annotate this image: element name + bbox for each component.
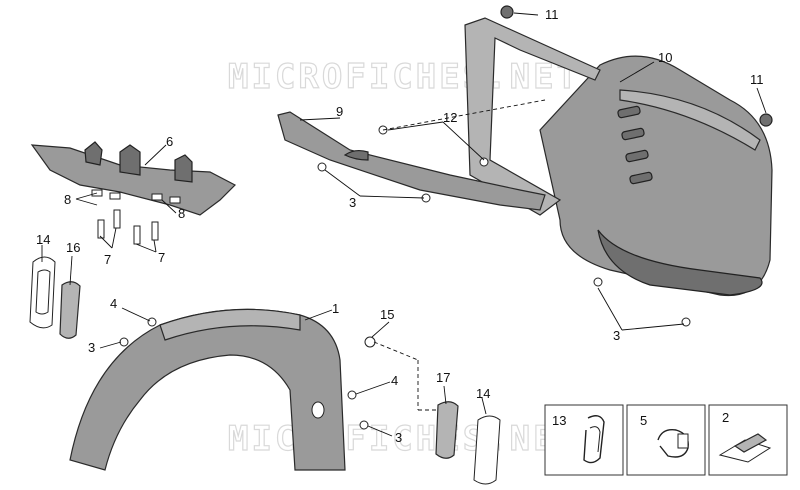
callout-16: 16 xyxy=(66,240,80,255)
callout-3-fender: 3 xyxy=(88,340,95,355)
callout-4-top: 4 xyxy=(110,296,117,311)
callout-17: 17 xyxy=(436,370,450,385)
rear-cover-part xyxy=(539,55,773,297)
inset-box-5 xyxy=(626,404,706,476)
rear-frame-part xyxy=(277,17,601,216)
reflector-14-right xyxy=(473,415,501,485)
callout-labels: 11 10 11 12 9 3 6 8 8 7 7 14 16 4 3 1 15… xyxy=(36,7,764,445)
front-fender-part xyxy=(69,308,346,471)
reflector-14-left xyxy=(29,256,56,329)
inset-box-2 xyxy=(708,404,788,476)
bracket-part xyxy=(30,141,237,216)
callout-13: 13 xyxy=(552,413,566,428)
callout-11-right: 11 xyxy=(750,72,764,87)
callout-3-frame: 3 xyxy=(349,195,356,210)
inset-box-13 xyxy=(544,404,624,476)
callout-12: 12 xyxy=(443,110,457,125)
callout-3-cover: 3 xyxy=(613,328,620,343)
callout-10: 10 xyxy=(658,50,672,65)
leader-lines xyxy=(41,12,767,437)
callout-8-left: 8 xyxy=(64,192,71,207)
watermark-top: MICROFICHES.NET xyxy=(228,57,580,97)
callout-4-bottom: 4 xyxy=(391,373,398,388)
callout-7-right: 7 xyxy=(158,250,165,265)
reflector-17 xyxy=(435,401,459,459)
hardware-fasteners xyxy=(91,5,773,430)
callout-15: 15 xyxy=(380,307,394,322)
callout-9: 9 xyxy=(336,104,343,119)
callout-11-top: 11 xyxy=(545,7,559,22)
callout-14-left: 14 xyxy=(36,232,50,247)
callout-5: 5 xyxy=(640,413,647,428)
reflector-16 xyxy=(59,281,81,339)
callout-8-right: 8 xyxy=(178,206,185,221)
callout-3-lower: 3 xyxy=(395,430,402,445)
callout-1: 1 xyxy=(332,301,339,316)
callout-14-right: 14 xyxy=(476,386,490,401)
watermark-bottom: MICROFICHES.NET xyxy=(228,419,580,459)
callout-2: 2 xyxy=(722,410,729,425)
callout-6: 6 xyxy=(166,134,173,149)
callout-7-left: 7 xyxy=(104,252,111,267)
